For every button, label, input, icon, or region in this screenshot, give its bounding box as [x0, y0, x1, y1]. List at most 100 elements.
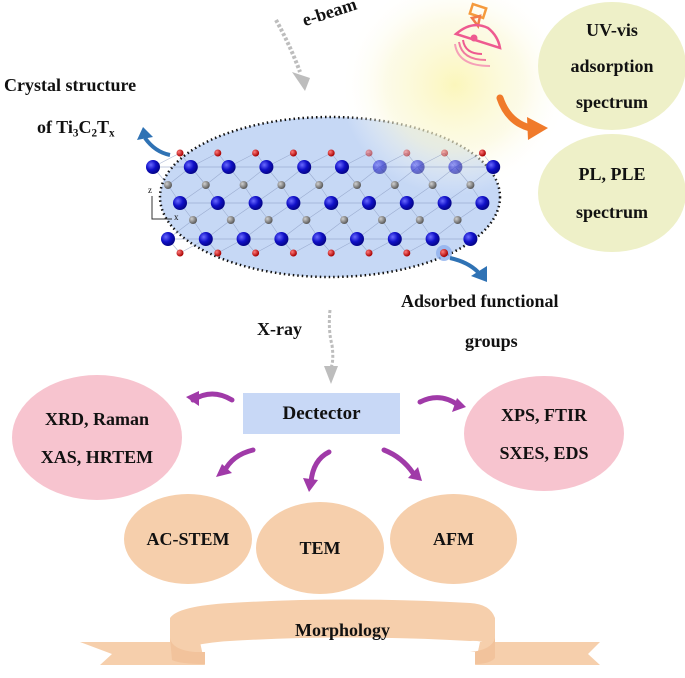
t-atom: [252, 249, 260, 257]
xray-arrow: [324, 309, 338, 384]
crystal-formula-label: of Ti3C2Tx: [37, 117, 115, 140]
ti-atom: [350, 232, 364, 246]
morphology-label: Morphology: [294, 620, 390, 640]
adsorbed-arrow: [449, 256, 487, 282]
c-atom: [201, 181, 210, 189]
c-atom: [466, 181, 475, 189]
ti-atom: [486, 160, 501, 174]
xps-line1: XPS, FTIR: [500, 404, 587, 425]
ti-atom: [362, 196, 376, 210]
crystal-structure-label: Crystal structure: [4, 75, 137, 95]
axis-indicator: [151, 196, 172, 220]
morphology-ribbon: [80, 599, 600, 665]
c-atom: [264, 216, 273, 224]
detector-label: Dectector: [282, 402, 361, 424]
tem-label: TEM: [299, 537, 341, 558]
c-atom: [315, 181, 324, 189]
ti-atom: [335, 160, 349, 174]
formula-ti: Ti: [56, 117, 73, 137]
c-atom: [378, 216, 386, 224]
adsorbed-groups-label-line2: groups: [465, 331, 518, 351]
c-atom: [239, 181, 248, 189]
ti-atom: [236, 232, 251, 246]
xray-label: X-ray: [257, 319, 302, 339]
xps-ftir-bubble: XPS, FTIR SXES, EDS: [464, 376, 624, 491]
c-atom: [277, 181, 286, 189]
t-atom: [365, 249, 373, 257]
uv-vis-line3: spectrum: [576, 92, 648, 112]
ti-atom: [437, 196, 452, 210]
uv-vis-bubble: UV-vis adsorption spectrum: [538, 2, 685, 130]
formula-ti-count: 3: [72, 127, 79, 140]
xrd-line1: XRD, Raman: [44, 408, 149, 429]
uv-vis-line1: UV-vis: [586, 20, 638, 40]
ti-atom: [410, 160, 425, 174]
t-atom: [176, 249, 184, 257]
xrd-line2: XAS, HRTEM: [40, 446, 154, 467]
c-atom: [453, 216, 462, 224]
afm-label: AFM: [433, 528, 474, 549]
ti-atom: [248, 196, 263, 210]
t-atom: [403, 249, 411, 257]
c-atom: [428, 181, 437, 189]
tem-bubble: TEM: [256, 502, 384, 594]
ti-atom: [183, 160, 198, 174]
c-atom: [164, 181, 172, 189]
axis-x-label: x: [174, 212, 179, 222]
t-atom: [327, 149, 335, 157]
afm-bubble: AFM: [390, 494, 517, 584]
arrow-to-xps: [417, 395, 461, 408]
c-atom: [415, 216, 424, 224]
ti-atom: [372, 160, 387, 174]
ac-stem-bubble: AC-STEM: [124, 494, 252, 584]
arrow-to-afm: [381, 447, 416, 476]
t-atom: [214, 149, 222, 157]
ti-atom: [173, 196, 187, 210]
xps-line2: SXES, EDS: [499, 442, 589, 463]
formula-c: C: [78, 117, 92, 137]
crystal-label-arrow: [137, 127, 171, 157]
t-atom: [214, 249, 222, 257]
ti-atom: [324, 196, 339, 210]
ti-atom: [221, 160, 236, 174]
ebeam-arrow: [274, 19, 310, 91]
pl-ple-line1: PL, PLE: [578, 164, 646, 184]
ti-atom: [463, 232, 478, 246]
functional-group-atom: [440, 249, 448, 257]
lamp-icon: [453, 2, 502, 67]
formula-t-subscript: x: [109, 127, 115, 140]
xrd-raman-bubble: XRD, Raman XAS, HRTEM: [12, 375, 182, 500]
uv-arrow: [496, 94, 548, 140]
pl-ple-line2: spectrum: [576, 202, 648, 222]
t-atom: [289, 149, 297, 157]
ti-atom: [312, 232, 327, 246]
adsorbed-groups-label-line1: Adsorbed functional: [401, 291, 559, 311]
ti-atom: [210, 196, 225, 210]
t-atom: [365, 149, 373, 157]
ti-atom: [475, 196, 490, 210]
t-atom: [176, 149, 184, 157]
detector-box: Dectector: [243, 393, 400, 434]
ti-atom: [146, 160, 160, 174]
arrow-to-tem: [308, 449, 332, 485]
ti-atom: [161, 232, 175, 246]
c-atom: [189, 216, 197, 224]
c-atom: [226, 216, 235, 224]
pl-ple-bubble: PL, PLE spectrum: [538, 134, 685, 252]
uv-vis-line2: adsorption: [570, 56, 654, 76]
ti-atom: [387, 232, 402, 246]
formula-t: T: [97, 117, 110, 137]
ti-atom: [274, 232, 289, 246]
c-atom: [353, 181, 361, 189]
ti-atom: [198, 232, 213, 246]
crystal-lattice: [146, 149, 501, 257]
arrow-to-acstem: [221, 447, 256, 475]
ti-atom: [399, 196, 414, 210]
t-atom: [327, 249, 335, 257]
formula-prefix: of: [37, 117, 57, 137]
t-atom: [403, 149, 411, 157]
ti-atom: [259, 160, 274, 174]
c-atom: [390, 181, 399, 189]
t-atom: [289, 249, 297, 257]
